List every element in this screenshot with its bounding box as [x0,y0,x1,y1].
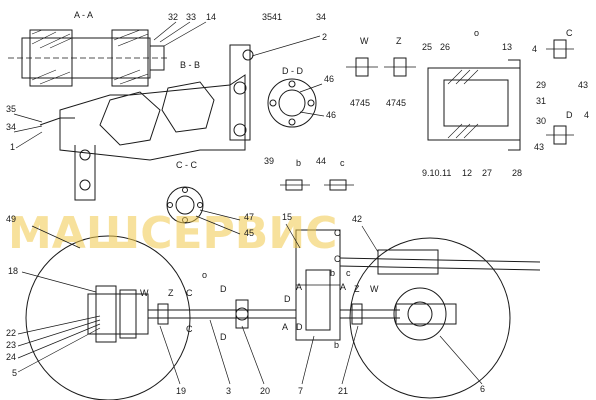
callout-25: 25 [422,42,432,52]
callout-44: 44 [316,156,326,166]
callout-28: 28 [512,168,522,178]
mark-c-upper: C [334,228,341,238]
section-dd-title: D - D [282,66,303,76]
mark-c-left: C [186,288,193,298]
callout-34-top: 34 [316,12,326,22]
callout-o-bottom: o [202,270,207,280]
callout-24: 24 [6,352,16,362]
mark-z-left: Z [168,288,174,298]
callout-3: 3 [226,386,231,396]
callout-23: 23 [6,340,16,350]
callout-6: 6 [480,384,485,394]
callout-46-lower: 46 [326,110,336,120]
mark-c-left-lower: C [186,324,193,334]
callout-18: 18 [8,266,18,276]
joint-c-view [546,39,574,59]
bearing-housing [427,59,521,151]
callout-5: 5 [12,368,17,378]
mark-z-right: Z [354,284,360,294]
joint-d-view [546,125,574,145]
section-cc-flange [166,186,204,224]
callout-21: 21 [338,386,348,396]
callout-43-upper: 43 [578,80,588,90]
callout-12: 12 [462,168,472,178]
callout-43-lower: 43 [534,142,544,152]
view-w-title: W [360,36,369,46]
callout-35: 35 [6,104,16,114]
callout-3541: 3541 [262,12,282,22]
mark-b-lower: b [334,340,339,350]
callout-4745-z: 4745 [386,98,406,108]
callout-b-detail: b [296,158,301,168]
callout-26: 26 [440,42,450,52]
drive-shaft-right [340,303,400,325]
callout-29: 29 [536,80,546,90]
callout-4-upper: 4 [532,44,537,54]
mark-a-right: A [340,282,346,292]
callout-31: 31 [536,96,546,106]
callout-9-10-11: 9.10.11 [422,168,451,178]
section-dd-flange [267,78,317,128]
mark-a-lower: A [282,322,288,332]
detail-b [280,179,310,191]
arm-bracket [39,44,254,201]
aa-hatching [31,29,149,85]
mark-w-left: W [140,288,149,298]
callout-46-upper: 46 [324,74,334,84]
joint-z-view [384,57,416,77]
callout-19: 19 [176,386,186,396]
view-d-title: D [566,110,573,120]
section-aa-title: A - A [74,10,93,20]
callout-47: 47 [244,212,254,222]
mark-c-small: c [346,268,351,278]
right-axle-hub [393,287,457,341]
callout-14: 14 [206,12,216,22]
section-bb-title: B - B [180,60,200,70]
callout-4-lower: 4 [584,110,589,120]
central-gearbox [295,229,341,341]
callout-34-left: 34 [6,122,16,132]
callout-1: 1 [10,142,15,152]
joint-w-view [346,57,378,77]
callout-13: 13 [502,42,512,52]
callout-o-top: o [474,28,479,38]
section-cc-title: C - C [176,160,197,170]
mark-d-left: D [220,284,227,294]
callout-30: 30 [536,116,546,126]
callout-39: 39 [264,156,274,166]
callout-33: 33 [186,12,196,22]
mark-d-center: D [284,294,291,304]
drive-shaft-left [148,299,296,329]
callout-2: 2 [322,32,327,42]
view-c-title: C [566,28,573,38]
callout-15: 15 [282,212,292,222]
mark-d-center-lower: D [296,322,303,332]
callout-42: 42 [352,214,362,224]
watermark-text: МАШСЕРВИС [8,208,337,259]
callout-4745-w: 4745 [350,98,370,108]
callout-c-detail: c [340,158,345,168]
callout-32: 32 [168,12,178,22]
callout-27: 27 [482,168,492,178]
left-gearbox [87,285,149,343]
view-z-title: Z [396,36,402,46]
leader-lines [13,35,483,385]
mark-a-upper: A [296,282,302,292]
mark-b-small: b [330,268,335,278]
mark-d-left-lower: D [220,332,227,342]
callout-20: 20 [260,386,270,396]
callout-49: 49 [6,214,16,224]
detail-c [324,179,354,191]
mark-w-right: W [370,284,379,294]
mark-c-mid: C [334,254,341,264]
callout-45: 45 [244,228,254,238]
upper-shaft-42 [339,249,541,275]
section-aa-shaft [8,21,207,87]
callout-22: 22 [6,328,16,338]
callout-7: 7 [298,386,303,396]
